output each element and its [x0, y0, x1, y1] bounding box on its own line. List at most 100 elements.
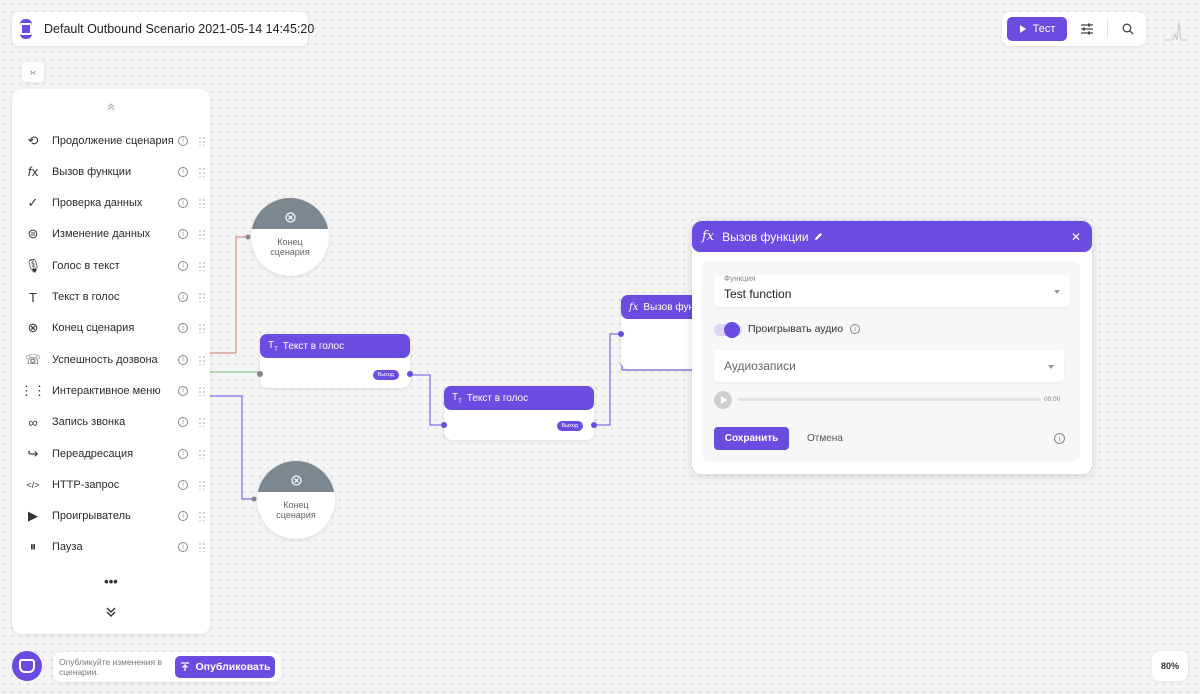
info-icon[interactable]: i [178, 166, 188, 177]
tts-node-2[interactable]: TT Текст в голос Выход [441, 386, 597, 440]
redirect-icon: ↪ [27, 445, 39, 461]
drag-handle-icon[interactable] [198, 448, 206, 459]
panel-title: Вызов функции [722, 229, 809, 244]
info-icon[interactable]: i [178, 323, 188, 334]
drag-handle-icon[interactable] [198, 260, 206, 271]
output-port-label: Выход [556, 421, 583, 431]
info-icon[interactable]: i [178, 385, 188, 396]
output-port[interactable] [407, 371, 413, 377]
test-button[interactable]: Тест [1007, 17, 1067, 41]
info-icon[interactable]: i [850, 324, 861, 334]
sidebar-item-label: Переадресация [52, 447, 134, 460]
info-icon[interactable]: i [178, 292, 188, 302]
end-scenario-node-1[interactable]: Конец сценария [251, 198, 329, 276]
audio-play-button[interactable] [714, 391, 732, 409]
audio-progress-track[interactable] [738, 398, 1040, 401]
zoom-level[interactable]: 80% [1152, 651, 1188, 681]
end-node-label: Конец сценария [276, 500, 316, 520]
save-button[interactable]: Сохранить [714, 427, 789, 450]
cancel-button[interactable]: Отмена [807, 433, 843, 444]
scroll-down-icon[interactable] [12, 607, 210, 617]
function-select[interactable]: Функция Test function [714, 274, 1070, 307]
top-toolbar: Тест [1002, 12, 1146, 46]
drag-handle-icon[interactable] [198, 198, 206, 209]
close-icon[interactable]: ✕ [1070, 229, 1082, 244]
info-icon[interactable]: i [178, 417, 188, 428]
tts-node-1[interactable]: TT Текст в голос Выход [257, 334, 413, 388]
output-port-label: Выход [372, 370, 399, 380]
tts-node-title: Текст в голос [282, 340, 345, 352]
audio-select[interactable]: Аудиозаписи [714, 350, 1064, 382]
function-node[interactable]: fx Вызов функции [618, 295, 701, 369]
sidebar-item-label: Продолжение сценария [52, 134, 174, 147]
function-node-title: Вызов функции [643, 301, 701, 313]
app-logo-icon[interactable] [20, 19, 32, 39]
play-audio-toggle[interactable] [714, 322, 742, 338]
publish-button[interactable]: Опубликовать [175, 656, 275, 678]
play-audio-label: Проигрывать аудио [748, 323, 844, 335]
edge-purple-to-end [210, 395, 254, 500]
drag-handle-icon[interactable] [198, 323, 206, 334]
sidebar-item[interactable]: ⊗ Конец сценария i [24, 313, 206, 344]
output-port[interactable] [591, 422, 597, 428]
info-icon[interactable]: i [178, 479, 188, 490]
drag-handle-icon[interactable] [198, 166, 206, 177]
scenario-title[interactable]: Default Outbound Scenario 2021-05-14 14:… [44, 22, 315, 36]
edit-pencil-icon[interactable] [814, 232, 823, 241]
data-check-icon: ✓ [27, 195, 39, 211]
input-port[interactable] [441, 422, 447, 428]
info-icon[interactable]: i [178, 135, 188, 146]
info-icon[interactable]: i [178, 448, 188, 459]
http-request-icon: </> [26, 479, 40, 490]
drag-handle-icon[interactable] [198, 135, 206, 146]
drag-handle-icon[interactable] [198, 229, 206, 240]
more-icon[interactable]: ••• [104, 574, 118, 589]
info-icon[interactable]: i [178, 542, 188, 553]
sidebar-item-label: Конец сценария [52, 322, 135, 335]
info-icon[interactable]: i [178, 354, 188, 365]
search-icon[interactable] [1116, 17, 1140, 41]
input-port[interactable] [618, 331, 624, 337]
info-icon[interactable]: i [178, 511, 188, 522]
end-scenario-node-2[interactable]: Конец сценария [257, 461, 335, 539]
drag-handle-icon[interactable] [198, 385, 206, 396]
edge-red [210, 236, 248, 354]
drag-handle-icon[interactable] [198, 292, 206, 302]
settings-sliders-icon[interactable] [1075, 17, 1099, 41]
tts-node-header: TT Текст в голос [444, 386, 594, 410]
drag-handle-icon[interactable] [198, 417, 206, 428]
info-icon[interactable]: i [1054, 433, 1065, 444]
input-port[interactable] [257, 371, 263, 377]
chat-support-button[interactable] [12, 651, 42, 681]
collapse-sidebar-button[interactable]: ›‹ [22, 62, 44, 82]
drag-handle-icon[interactable] [198, 542, 206, 553]
info-icon[interactable]: i [178, 260, 188, 271]
panel-body: Функция Test function Проигрывать аудио … [702, 261, 1080, 461]
drag-handle-icon[interactable] [198, 511, 206, 522]
function-icon: fx [629, 301, 639, 313]
scroll-up-icon[interactable] [12, 103, 210, 111]
sidebar-item-label: Изменение данных [52, 228, 151, 241]
function-icon: 𝑓x [27, 163, 39, 179]
audio-select-placeholder: Аудиозаписи [724, 359, 796, 373]
info-icon[interactable]: i [178, 229, 188, 240]
drag-handle-icon[interactable] [198, 354, 206, 365]
info-icon[interactable]: i [178, 198, 188, 209]
sidebar-item[interactable]: ↪ Переадресация i [24, 438, 206, 469]
drag-handle-icon[interactable] [198, 479, 206, 490]
end-scenario-icon: ⊗ [27, 320, 39, 336]
toolbar-divider [1107, 20, 1108, 38]
sidebar-item-label: Запись звонка [52, 416, 126, 429]
